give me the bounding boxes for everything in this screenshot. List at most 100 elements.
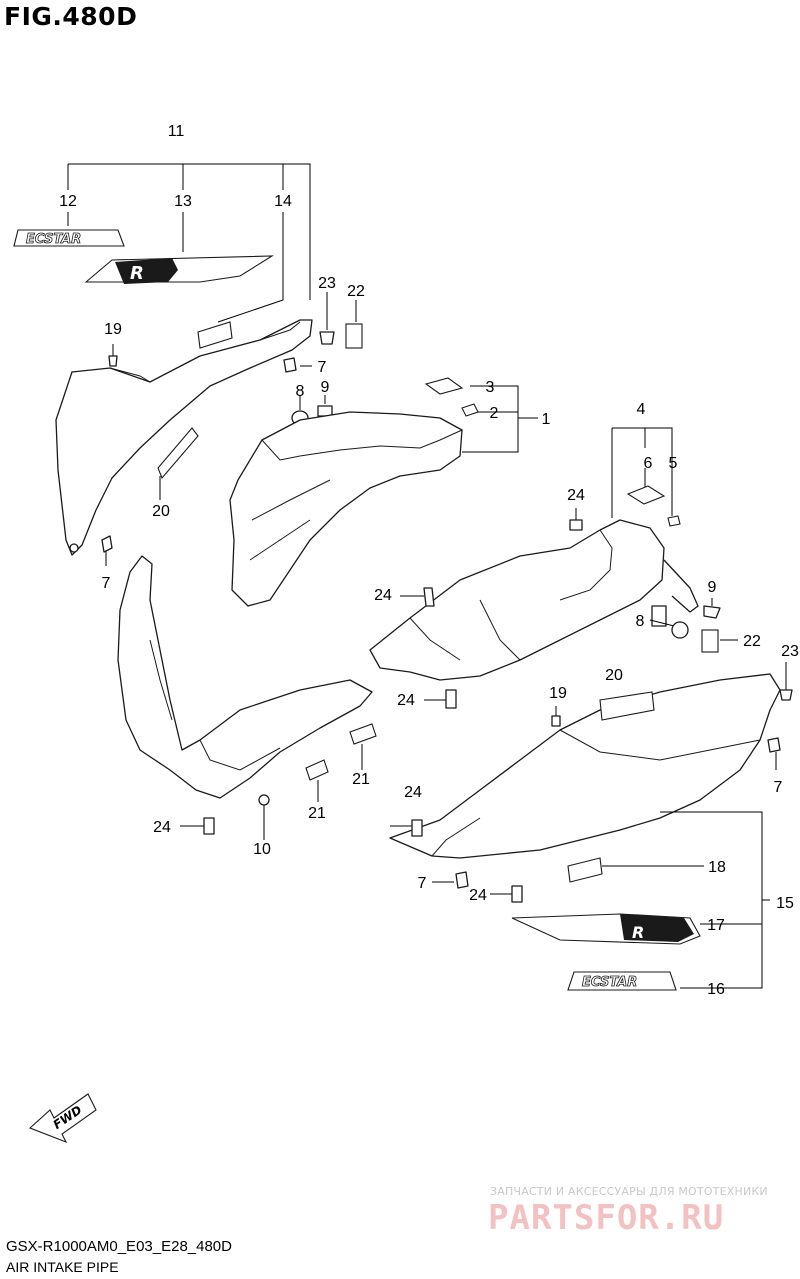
air-intake-duct-upper [229,411,463,607]
callout-17: 17 [707,917,725,934]
callout-5: 5 [669,455,678,472]
callout-22: 22 [347,283,365,300]
callout-24: 24 [374,587,392,604]
callout-9: 9 [321,379,330,396]
right-fasteners [400,508,793,709]
screw-19-right [551,715,561,727]
callout-20: 20 [605,667,623,684]
air-intake-duct-right [369,519,699,681]
r-decal-outline [84,255,274,283]
callout-19: 19 [549,685,567,702]
callout-24: 24 [567,487,585,504]
callout-24: 24 [469,887,487,904]
r-decal-lower-letter: R [632,923,644,942]
watermark-tagline: ЗАПЧАСТИ И АКСЕССУАРЫ ДЛЯ МОТОТЕХНИКИ [490,1185,768,1198]
callout-3: 3 [486,379,495,396]
leaders-fasteners [299,292,357,410]
bolt-9-right [703,605,721,619]
lower-right-cover: R ECSTAR [389,673,781,991]
decal-2 [461,403,479,417]
lower-cover-body [117,555,373,799]
clip-24-e [411,819,423,837]
clip-24-c [445,689,457,709]
cover-edge [109,321,301,383]
decal-21-b [305,759,329,781]
r-logo-decal-lower: R [511,913,701,945]
callout-11: 11 [168,123,185,140]
leaders-right [400,508,787,701]
leader-15 [602,811,770,989]
callout-24: 24 [153,819,171,836]
leaders-lower-left [180,744,363,840]
clip-hole [69,543,79,553]
cover-body [55,319,313,556]
duct-right-body [369,519,665,681]
callout-8: 8 [296,383,305,400]
footer-section-name: AIR INTAKE PIPE [6,1259,119,1275]
callout-20: 20 [152,503,170,520]
decal-3 [424,377,464,395]
grommet-10 [258,794,270,806]
r-decal-lower-dark [620,914,694,942]
fwd-arrow-shape [28,1093,97,1144]
upper-left-cover [55,319,313,566]
callout-13: 13 [174,193,192,210]
duct-ribs [249,429,463,561]
ecstar-decal-lower: ECSTAR [567,971,677,991]
bolt-9-upper [317,405,333,417]
r-decal-dark [115,258,178,284]
duct-body [229,411,463,607]
callout-6: 6 [644,455,653,472]
duct-right-ribs [409,529,613,661]
screw-19-upper [108,355,118,367]
callout-23: 23 [781,643,799,660]
nut-7-right [767,737,781,753]
leaders-lower-right [390,706,777,895]
callout-21: 21 [308,805,326,822]
clip-24-a [569,519,583,531]
footer-model-code: GSX-R1000AM0_E03_E28_480D [6,1238,232,1255]
decal-group-1 [424,377,538,453]
callout-7: 7 [774,779,783,796]
decal-21-a [349,723,377,745]
watermark-brand: PARTSFOR.RU [488,1198,725,1238]
callout-8: 8 [636,613,645,630]
ecstar-decal-outline [13,229,125,247]
clip-24-b [423,587,435,607]
grommet-23-upper [319,331,335,345]
callout-22: 22 [743,633,761,650]
leader-12-13-14 [67,212,284,323]
callout-23: 23 [318,275,336,292]
callout-16: 16 [707,981,725,998]
ecstar-decal-lower-outline [567,971,677,991]
decal-5 [667,515,681,527]
decal-18 [567,857,603,883]
lower-right-cover-ribs [431,729,761,857]
ecstar-decal-upper: ECSTAR [13,229,125,247]
r-decal-letter: R [130,263,144,284]
leader-1-2-3 [462,385,538,453]
leader-4-6-5 [611,427,673,518]
decal-20-lower [599,691,655,721]
lower-cover-ribs [149,639,281,771]
decal-14 [197,321,233,349]
callout-21: 21 [352,771,370,788]
clip-24-f [511,885,523,903]
callout-19: 19 [104,321,122,338]
callout-7: 7 [318,359,327,376]
ecstar-decal-text: ECSTAR [26,232,81,247]
fwd-arrow: FWD [28,1093,97,1144]
nut-7-left [101,535,113,553]
callout-1: 1 [542,411,551,428]
grommet-23-right [779,689,793,701]
decal-6 [626,485,666,505]
decal-20-upper [157,427,199,480]
callout-9: 9 [708,579,717,596]
leader-11 [67,163,311,300]
pad-22-upper [345,323,363,349]
callout-15: 15 [776,895,794,912]
pad-22-right [701,629,719,653]
grommet-8-right [671,621,689,639]
